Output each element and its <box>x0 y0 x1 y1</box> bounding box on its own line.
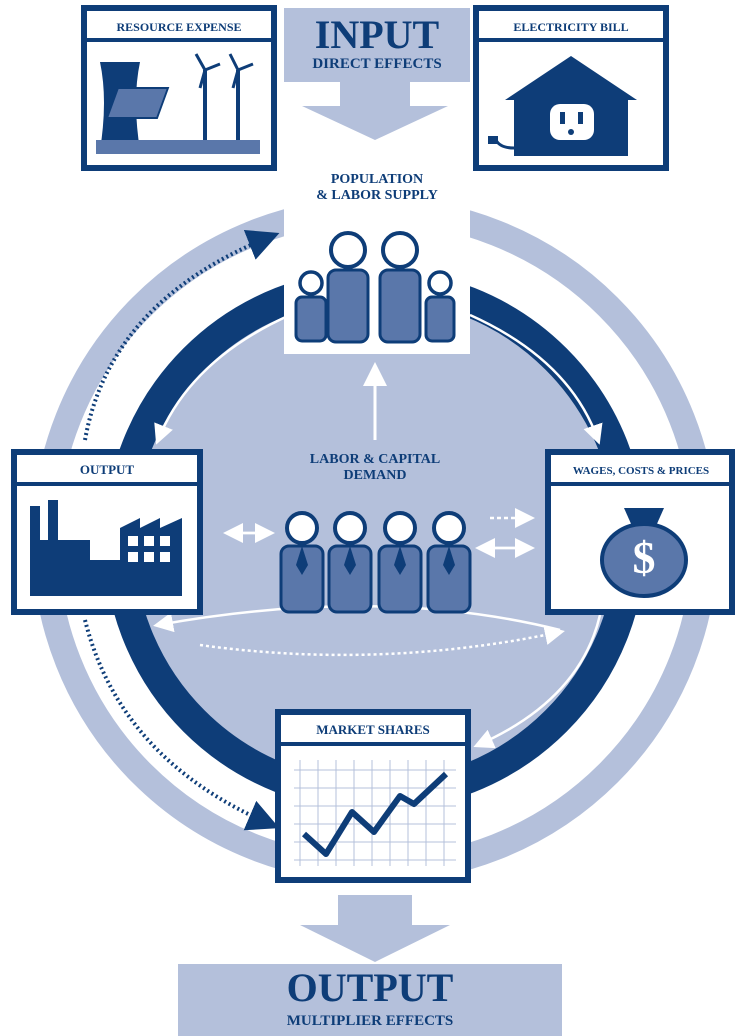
dotted-output-population <box>83 229 280 441</box>
market-shares-label: MARKET SHARES <box>316 722 430 737</box>
inner-fill <box>130 295 620 785</box>
input-band <box>284 8 470 82</box>
workers-icon <box>279 511 472 614</box>
market-shares-box <box>275 709 471 883</box>
dotted-output-market <box>83 619 280 831</box>
output-box-label: OUTPUT <box>79 462 135 477</box>
input-title: INPUT <box>314 12 440 57</box>
output-band <box>178 964 562 1036</box>
input-arrow <box>302 82 448 140</box>
arc-pop-output <box>154 313 291 445</box>
arc-wages-market <box>473 614 602 749</box>
family-icon <box>294 231 456 344</box>
electricity-bill-label: ELECTRICITY BILL <box>513 20 629 34</box>
center-label: LABOR & CAPITAL DEMAND <box>309 452 441 484</box>
factory-icon <box>30 500 182 596</box>
wages-box-label: WAGES, COSTS & PRICES <box>572 465 710 477</box>
input-subtitle: DIRECT EFFECTS <box>312 56 442 72</box>
output-subtitle: MULTIPLIER EFFECTS <box>286 1013 454 1029</box>
arc-pop-wages <box>469 313 603 445</box>
population-label: POPULATION & LABOR SUPPLY <box>316 172 438 204</box>
output-arrow <box>300 895 450 962</box>
arc-output-wages-dotted <box>199 625 565 657</box>
money-bag-icon <box>600 508 688 598</box>
power-plant-icon <box>96 53 260 154</box>
line-chart-icon <box>294 760 456 866</box>
dollar-sign-icon: $ <box>632 532 656 583</box>
output-title: OUTPUT <box>286 965 454 1010</box>
resource-expense-label: RESOURCE EXPENSE <box>116 20 242 34</box>
house-outlet-icon <box>488 56 637 156</box>
